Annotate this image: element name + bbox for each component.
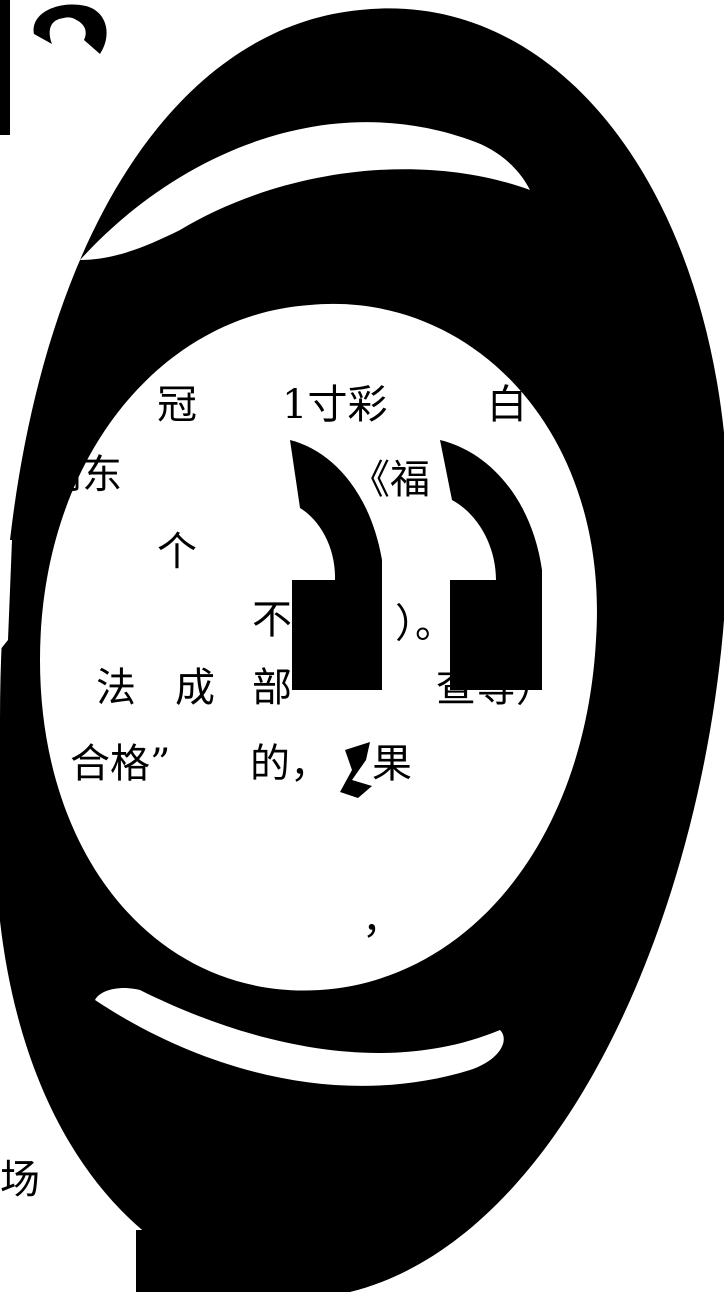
text-fragment-yang: 场 xyxy=(0,1157,40,1203)
text-fragment-ge: 个 xyxy=(157,529,197,575)
big-ring xyxy=(0,8,724,1292)
lower-crescent xyxy=(95,988,504,1086)
hook-shape xyxy=(33,4,107,54)
text-fragment-comma: ， xyxy=(362,897,402,943)
text-fragment-guan: 冠 xyxy=(157,382,197,428)
text-fragment-paren-period: ）。 xyxy=(395,601,455,647)
text-fragment-cheng: 成 xyxy=(175,665,215,711)
text-fragment-1cun: 1寸彩 xyxy=(282,382,388,428)
text-fragment-guo: 果 xyxy=(372,741,412,787)
text-fragment-chadeng: 查等） xyxy=(436,665,556,711)
upper-crescent xyxy=(80,122,530,260)
text-fragment-bu2: 部 xyxy=(252,665,292,711)
quote-mark-left xyxy=(290,440,382,690)
hook-inner xyxy=(55,17,82,40)
text-fragment-fu: 《福 xyxy=(350,457,430,503)
small-glyph-mark xyxy=(340,742,372,798)
text-fragment-hege: 合格” xyxy=(70,741,171,787)
text-fragment-fa: 法 xyxy=(96,665,136,711)
text-fragment-daodong: 到东 xyxy=(42,452,122,498)
text-fragment-bu: 不 xyxy=(252,597,292,643)
left-bar xyxy=(0,0,10,135)
left-edge-sliver xyxy=(0,540,12,650)
quote-mark-right xyxy=(440,440,542,690)
text-fragment-de: 的， xyxy=(250,741,330,787)
text-fragment-bai: 白 xyxy=(487,382,527,428)
bottom-bar xyxy=(136,1230,322,1292)
